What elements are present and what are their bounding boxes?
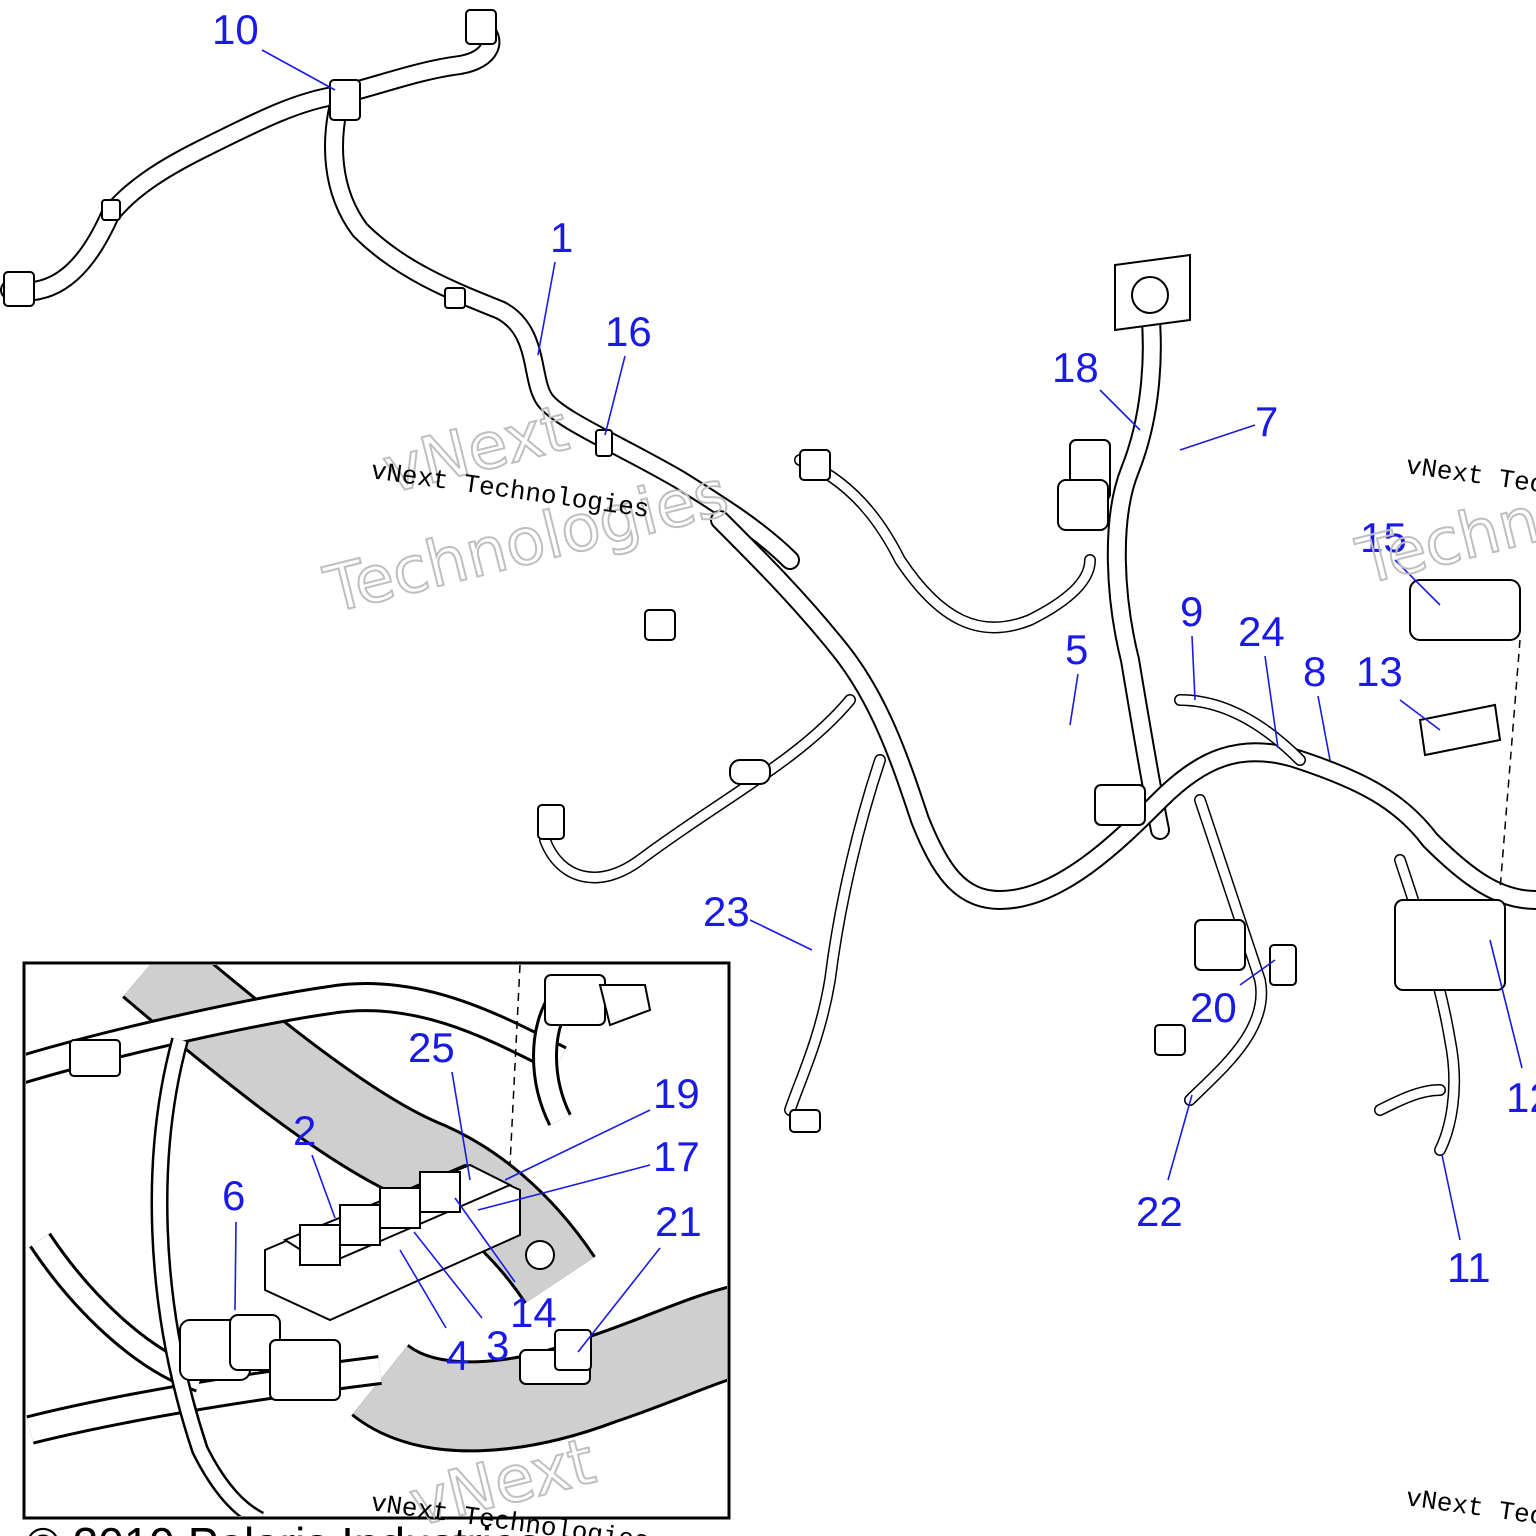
callout-8: 8 xyxy=(1303,648,1326,695)
callout-23: 23 xyxy=(703,888,750,935)
callout-11: 11 xyxy=(1447,1244,1491,1291)
callout-15: 15 xyxy=(1360,514,1407,561)
main-harness xyxy=(537,449,1536,1156)
callout-3: 3 xyxy=(486,1322,509,1369)
callouts-inset: 25 19 17 2 6 21 14 3 4 xyxy=(222,1024,702,1379)
steering-harness xyxy=(1057,253,1191,840)
callout-18: 18 xyxy=(1052,344,1099,391)
callout-19: 19 xyxy=(653,1070,700,1117)
callout-1: 1 xyxy=(550,214,573,261)
callout-25: 25 xyxy=(408,1024,455,1071)
callout-5: 5 xyxy=(1065,626,1088,673)
callout-17: 17 xyxy=(653,1133,700,1180)
fuse-label-sheet xyxy=(1418,703,1502,757)
callouts-main: 10 1 16 18 7 15 9 24 8 13 5 23 20 22 11 … xyxy=(212,6,1536,1291)
callout-21: 21 xyxy=(655,1198,702,1245)
callout-4: 4 xyxy=(446,1332,469,1379)
callout-22: 22 xyxy=(1136,1188,1183,1235)
callout-24: 24 xyxy=(1238,608,1285,655)
copyright-text: © 2019 Polaris Industries xyxy=(26,1518,541,1536)
callout-16: 16 xyxy=(605,308,652,355)
callout-13: 13 xyxy=(1356,648,1403,695)
front-light-harness xyxy=(0,9,800,570)
callout-10: 10 xyxy=(212,6,259,53)
callout-7: 7 xyxy=(1255,398,1278,445)
callout-14: 14 xyxy=(510,1289,557,1336)
callout-2: 2 xyxy=(293,1107,316,1154)
callout-20: 20 xyxy=(1190,984,1237,1031)
fuse-box-detail-inset xyxy=(22,961,731,1520)
callout-12: 12 xyxy=(1506,1074,1536,1121)
watermark-text-4: vNext Technologies xyxy=(1404,1483,1536,1536)
callout-6: 6 xyxy=(222,1172,245,1219)
callout-9: 9 xyxy=(1180,588,1203,635)
